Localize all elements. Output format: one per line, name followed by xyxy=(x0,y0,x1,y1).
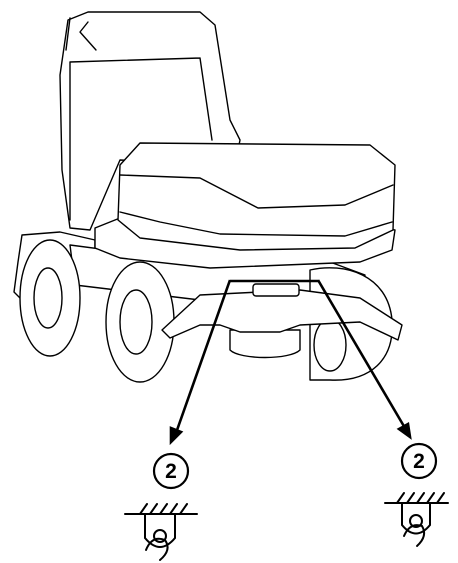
engine-cover xyxy=(117,142,396,251)
cab-headrest xyxy=(65,17,97,51)
callout-left: 2 xyxy=(152,452,190,490)
wheel-left-front xyxy=(105,261,175,383)
wheel-left-rear xyxy=(19,239,81,357)
callout-right-label: 2 xyxy=(413,450,425,473)
cab-panel-outline xyxy=(69,57,213,221)
leader-arrow-left xyxy=(169,426,184,446)
callout-right: 2 xyxy=(400,442,438,480)
wheel-right-rear xyxy=(229,329,301,359)
engine-cover-crease xyxy=(119,174,394,209)
leader-line-right xyxy=(316,279,407,429)
callout-left-label: 2 xyxy=(165,460,177,483)
anchor-point-icon-left xyxy=(124,503,198,561)
leader-line-left xyxy=(174,279,232,434)
tie-down-bracket xyxy=(252,283,300,297)
anchor-point-icon-right xyxy=(384,492,449,547)
leader-arrow-right xyxy=(396,421,412,440)
engine-cover-lower-line xyxy=(119,211,393,237)
